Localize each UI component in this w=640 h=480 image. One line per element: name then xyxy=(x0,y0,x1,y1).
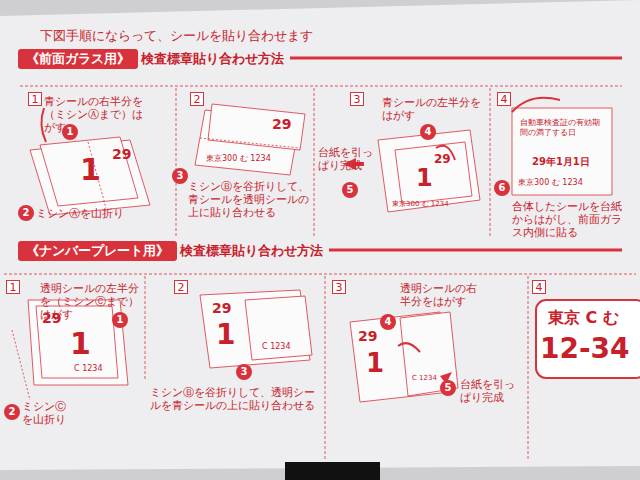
callout-text: ミシンⒷを谷折りして、透明シールを青シールの上に貼り合わせる xyxy=(150,386,320,412)
sticker-year: 1 xyxy=(216,318,235,352)
callout-text: ミシンⒶを山折り xyxy=(36,207,156,220)
sticker-month: 29 xyxy=(212,300,231,317)
callout-text: 透明シールの右半分をはがす xyxy=(400,282,484,308)
number-text: 4 xyxy=(425,126,432,137)
callout-text: 青シールの左半分をはがす xyxy=(382,96,482,122)
step-number: 1 xyxy=(28,92,42,106)
number-text: 2 xyxy=(178,281,185,294)
step-number: 1 xyxy=(6,280,20,294)
number-text: 2 xyxy=(194,93,201,106)
number-text: 1 xyxy=(67,126,74,137)
callout-number: 4 xyxy=(380,314,396,330)
number-text: 3 xyxy=(354,93,361,106)
callout-number: 4 xyxy=(420,124,436,140)
step-number: 4 xyxy=(532,280,546,294)
plate-number: 東京300 む 1234 xyxy=(392,200,449,208)
number-text: 5 xyxy=(347,184,354,195)
number-text: 3 xyxy=(177,170,184,181)
plate-number: C 1234 xyxy=(412,374,437,382)
number-text: 6 xyxy=(499,182,506,193)
sticker-month: 29 xyxy=(112,146,131,163)
callout-text: ミシンⒷを谷折りして、青シールを透明シールの上に貼り合わせる xyxy=(188,180,310,220)
step-number: 3 xyxy=(332,280,346,294)
plate-number: 東京300 む 1234 xyxy=(518,178,583,188)
callout-text: 台紙を引っぱり完成 xyxy=(460,378,522,404)
expiry-date: 29年1月1日 xyxy=(532,156,590,168)
sticker-notice: 自動車検査証の有効期間の満了する日 xyxy=(520,118,606,137)
page-title: 下図手順にならって、シールを貼り合わせます xyxy=(40,28,313,44)
plate-number: C 1234 xyxy=(74,364,103,374)
sticker-year: 1 xyxy=(366,348,384,379)
section-band: 《ナンバープレート用》検査標章貼り合わせ方法 xyxy=(18,241,329,261)
number-text: 5 xyxy=(445,382,452,393)
callout-text: 合体したシールを台紙からはがし、前面ガラス内側に貼る xyxy=(512,200,624,240)
sticker-year: 1 xyxy=(70,326,91,362)
band-heading: 検査標章貼り合わせ方法 xyxy=(177,241,329,261)
sticker-month: 29 xyxy=(42,310,61,327)
callout-number: 1 xyxy=(112,312,128,328)
callout-number: 3 xyxy=(172,168,188,184)
plate-region: 東京 C む xyxy=(548,308,619,327)
step-number: 2 xyxy=(190,92,204,106)
number-text: 2 xyxy=(9,406,16,417)
number-text: 4 xyxy=(385,316,392,327)
number-text: 2 xyxy=(23,207,30,218)
number-text: 1 xyxy=(117,314,124,325)
band-heading: 検査標章貼り合わせ方法 xyxy=(138,49,290,69)
plate-number: C 1234 xyxy=(262,342,291,352)
callout-number: 3 xyxy=(236,364,252,380)
number-text: 1 xyxy=(10,281,17,294)
step-number: 2 xyxy=(174,280,188,294)
step-number: 3 xyxy=(350,92,364,106)
section-band: 《前面ガラス用》検査標章貼り合わせ方法 xyxy=(18,49,290,69)
number-text: 3 xyxy=(336,281,343,294)
band-label: 《ナンバープレート用》 xyxy=(18,241,177,261)
number-text: 4 xyxy=(501,93,508,106)
callout-text: 台紙を引っぱり完成 xyxy=(318,146,380,172)
sticker-month: 29 xyxy=(434,152,451,166)
callout-number: 5 xyxy=(440,380,456,396)
callout-number: 6 xyxy=(494,180,510,196)
plate-number: 12-34 xyxy=(540,332,630,366)
callout-number: 2 xyxy=(4,404,20,420)
plate-number: 東京300 む 1234 xyxy=(206,154,271,164)
sticker-year: 1 xyxy=(416,164,433,193)
sticker-year: 1 xyxy=(80,152,101,188)
number-text: 4 xyxy=(536,281,543,294)
number-text: 3 xyxy=(241,366,248,377)
callout-text: ミシンⒸを山折り xyxy=(22,400,66,426)
step-number: 4 xyxy=(497,92,511,106)
sticker-month: 29 xyxy=(272,116,291,133)
band-label: 《前面ガラス用》 xyxy=(18,49,138,69)
number-text: 1 xyxy=(32,93,39,106)
sticker-month: 29 xyxy=(358,328,377,345)
callout-number: 2 xyxy=(18,205,34,221)
callout-text: 青シールの右半分を（ミシンⒶまで）はがす xyxy=(44,95,144,135)
callout-number: 5 xyxy=(342,182,358,198)
